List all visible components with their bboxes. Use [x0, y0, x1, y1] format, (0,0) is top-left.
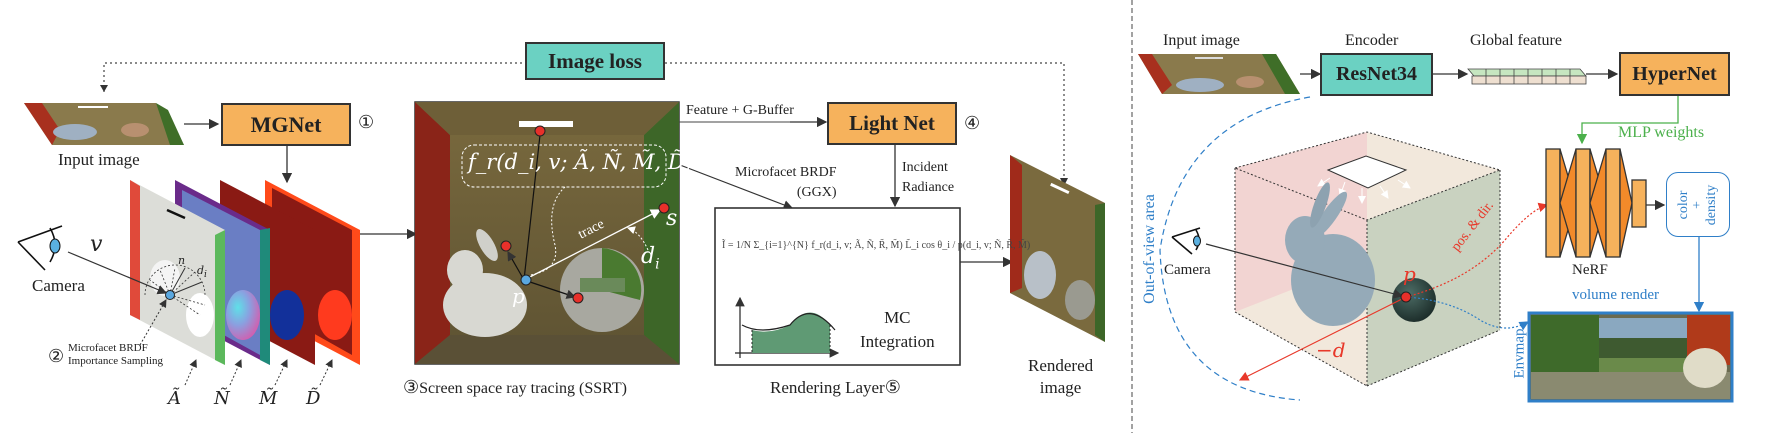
nerf-label: NeRF	[1572, 262, 1608, 278]
view-symbol: v	[90, 232, 103, 257]
lightnet-box: Light Net	[827, 102, 957, 145]
out-of-view-label: Out-of-view area	[1141, 194, 1158, 304]
input-image-thumb	[24, 103, 184, 145]
lightnet-step: ④	[964, 113, 981, 133]
image-loss-label: Image loss	[548, 48, 642, 73]
ssrt-cornell-box	[414, 101, 680, 365]
hypernet-label: HyperNet	[1632, 62, 1717, 85]
nerf-network	[1545, 148, 1647, 258]
mlp-weights-label: MLP weights	[1618, 124, 1705, 141]
gbuffer-albedo: Ã	[168, 388, 181, 409]
resnet-box: ResNet34	[1320, 53, 1433, 96]
direction-di-label: di	[641, 244, 660, 273]
lightnet-label: Light Net	[849, 111, 935, 135]
gbuffer-stack	[130, 180, 360, 365]
encoder-label: Encoder	[1345, 32, 1399, 49]
neg-d-label: −d	[1316, 338, 1346, 362]
mgnet-box: MGNet	[221, 103, 351, 146]
envmap-panorama	[1527, 311, 1734, 403]
sampling-step: ②	[48, 346, 65, 366]
room-cube	[1233, 131, 1502, 387]
rendering-layer-caption: Rendering Layer⑤	[770, 377, 901, 397]
input-image-label: Input image	[58, 150, 140, 169]
point-p-label-right: p	[1403, 262, 1416, 286]
ssrt-caption: ③Screen space ray tracing (SSRT)	[403, 377, 627, 397]
camera-label-left: Camera	[32, 276, 85, 295]
resnet-label: ResNet34	[1335, 63, 1418, 85]
gbuffer-metallic: M̃	[259, 388, 278, 409]
gbuffer-depth: D̃	[306, 388, 321, 409]
normal-symbol: n	[178, 254, 186, 267]
rendering-equation: Ĩ = 1/N Σ_{i=1}^{N} f_r(d_i, v; Ã, Ñ, R̃…	[722, 240, 1031, 251]
out-of-view-arc	[1159, 96, 1311, 401]
rendered-image-thumb	[1010, 155, 1105, 342]
feature-gbuffer-label: Feature + G-Buffer	[686, 103, 794, 118]
mc-integration-plot	[735, 296, 840, 358]
dir-symbol: di	[197, 264, 207, 281]
image-loss-box: Image loss	[525, 42, 665, 80]
hypernet-box: HyperNet	[1619, 52, 1730, 96]
point-s-label: s	[666, 206, 678, 231]
volume-render-label: volume render	[1572, 287, 1660, 303]
global-feature-label: Global feature	[1470, 32, 1562, 49]
envmap-label: Envmap	[1511, 328, 1528, 379]
color-density-box: color+density	[1666, 172, 1730, 237]
mgnet-label: MGNet	[250, 111, 322, 137]
mgnet-step: ①	[358, 112, 375, 132]
brdf-formula: f_r(d_i, v; Ã, Ñ, M̃, D̃)	[468, 150, 693, 174]
point-p-label: p	[512, 284, 525, 308]
gbuffer-normal: Ñ	[214, 388, 230, 409]
input-image-thumb-right	[1138, 54, 1300, 94]
camera-label-right: Camera	[1164, 262, 1211, 278]
input-image-label-right: Input image	[1163, 32, 1240, 49]
microfacet-brdf-label: Microfacet BRDF(GGX)	[735, 165, 837, 200]
global-feature-vector	[1467, 68, 1587, 85]
